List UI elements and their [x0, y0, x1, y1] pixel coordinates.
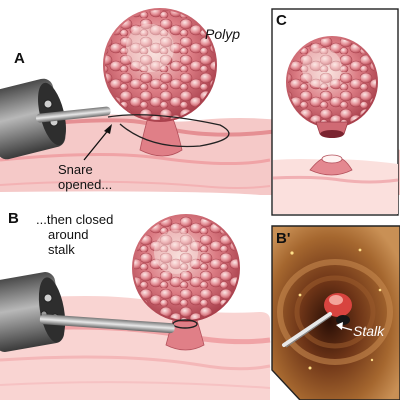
panel-c: [271, 8, 399, 216]
panel-b-letter: B: [8, 210, 19, 227]
closed-line-2: around: [48, 227, 89, 242]
panel-b-prime: [271, 225, 400, 400]
closed-around-text: ...then closed around stalk: [36, 212, 113, 257]
snare-a: [107, 114, 230, 148]
snare-opened-line-2: opened...: [58, 177, 113, 192]
polyp-label: Polyp: [205, 26, 241, 42]
panel-b-prime-letter: B': [276, 230, 291, 247]
closed-line-1: ...then closed: [36, 212, 114, 227]
snare-opened-text: Snare opened...: [58, 162, 112, 192]
polyp-b-head: [132, 214, 240, 322]
callout-line-a: [83, 127, 111, 161]
panel-a-letter: A: [14, 50, 25, 67]
polyp-a-stalk: [139, 111, 183, 157]
panel-c-letter: C: [276, 12, 287, 29]
snare-opened-line-1: Snare: [58, 162, 93, 177]
closed-line-3: stalk: [48, 242, 75, 257]
polyp-a-head: [103, 8, 217, 122]
endoscope-a: [0, 78, 111, 160]
endoscope-b: [0, 272, 175, 352]
stalk-label: Stalk: [353, 323, 385, 339]
